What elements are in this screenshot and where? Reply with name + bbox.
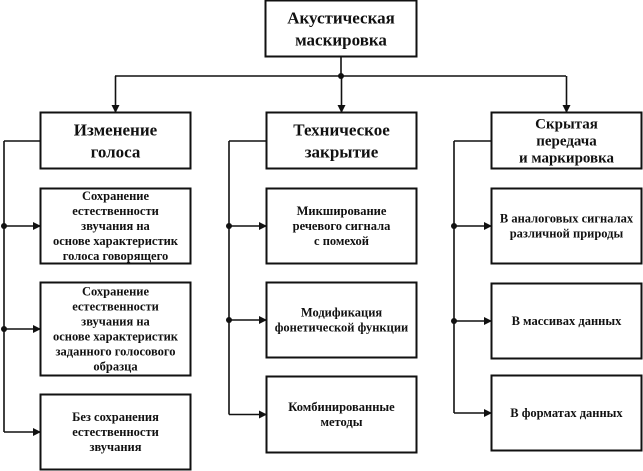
root-box: Акустическая маскировка [264,0,418,58]
item-2-1-box-text: речевого сигнала [293,219,391,233]
item-2-2-box-border [265,281,418,359]
junction-dot [226,317,232,323]
column-2-box-text: Техническое [293,121,390,140]
junction-dot [1,326,7,332]
item-1-3-box-text: естественности [72,425,159,439]
item-1-2-box-border [39,281,192,377]
column-1-box-text: голоса [91,143,141,162]
item-3-1-box-text: В аналоговых сигналах [500,212,634,226]
column-1-box: Изменение голоса [39,111,192,170]
item-1-1-box-text: основе характеристик [53,234,179,248]
root-box-border [264,0,418,58]
item-2-1-box-text: Микширование [297,204,387,218]
item-1-2-box-text: образца [93,360,138,374]
item-1-2-box-text: основе характеристик [53,330,179,344]
item-3-3-box: В форматах данных [490,374,643,452]
column-2-box-border [265,111,418,170]
item-1-2-box-text: звучания на [81,315,150,329]
item-1-1-box-text: голоса говорящего [63,249,168,263]
item-1-3-box-text: звучания [89,440,141,454]
item-2-2-box-text: фонетической функции [275,321,409,335]
item-1-3-box-border [39,393,192,471]
item-3-1-box-text: различной природы [510,227,624,241]
root-box-text: Акустическая [287,9,395,28]
junction-dot [226,223,232,229]
item-2-3-box-border [265,375,418,454]
junction-dot [451,223,457,229]
item-1-2-box-text: естественности [72,300,159,314]
item-3-2-box-border [490,282,643,360]
root-box-text: маскировка [295,31,387,50]
item-1-1-box-text: Сохранение [82,189,150,203]
column-3-box-text: передача [536,133,597,149]
item-1-1-box-text: естественности [72,204,159,218]
item-1-2-box-text: Сохранение [82,285,150,299]
column-3-box-text: и маркировка [519,150,615,166]
item-2-2-box-text: Модификация [301,306,383,320]
item-2-1-box-text: с помехой [314,234,369,248]
item-3-2-box-text: В массивах данных [512,314,623,328]
item-3-3-box-text: В форматах данных [510,406,623,420]
column-2-box-text: закрытие [305,143,379,162]
column-3-box-border [490,111,643,170]
item-3-2-box: В массивах данных [490,282,643,360]
item-3-1-box-border [490,187,643,265]
item-1-1-box-border [39,187,192,265]
column-2-box: Техническое закрытие [265,111,418,170]
item-1-1-box-text: звучания на [81,219,150,233]
item-2-1-box-border [265,187,418,265]
column-1-box-text: Изменение [74,121,158,140]
item-3-3-box-border [490,374,643,452]
junction-dot [1,223,7,229]
junction-dot [451,318,457,324]
column-3-box-text: Скрытая [535,116,598,132]
item-2-3-box-text: методы [320,415,362,429]
column-1-box-border [39,111,192,170]
item-1-2-box-text: заданного голосового [56,345,176,359]
item-1-3-box-text: Без сохранения [72,410,159,424]
item-2-3-box-text: Комбинированные [288,400,395,414]
